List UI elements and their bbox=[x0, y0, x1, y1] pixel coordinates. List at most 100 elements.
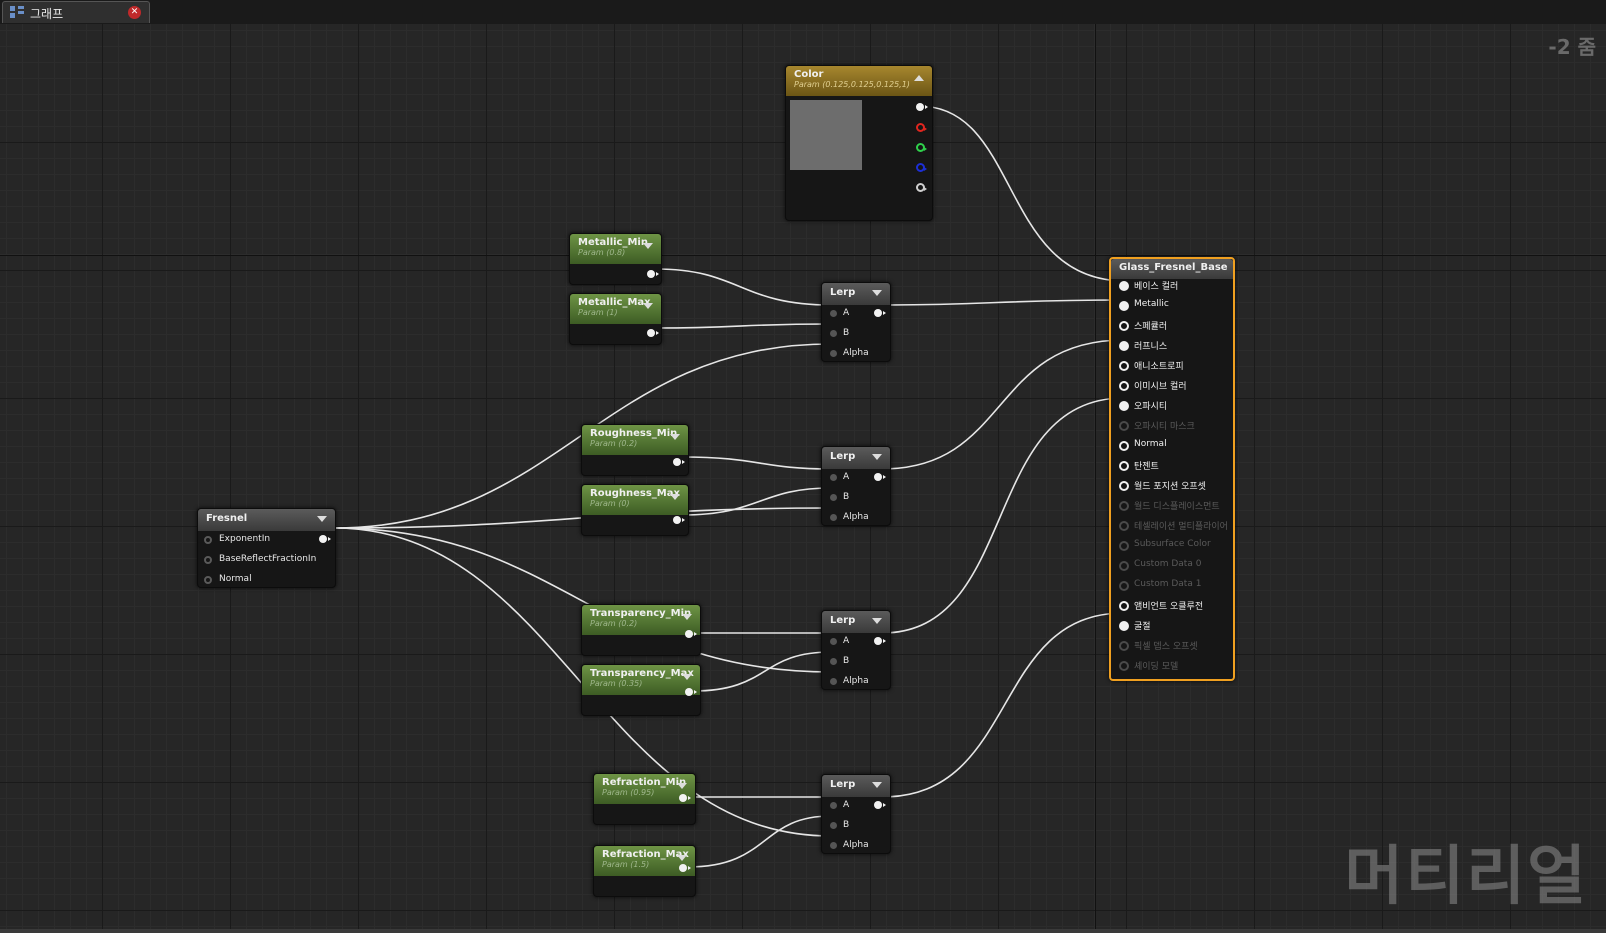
input-pin[interactable] bbox=[1119, 441, 1129, 451]
output-pin[interactable] bbox=[679, 864, 691, 872]
input-pin-alpha[interactable] bbox=[830, 350, 837, 357]
material-result-node[interactable]: Glass_Fresnel_Base 베이스 컬러 Metallic 스페큘러 … bbox=[1109, 257, 1235, 681]
refraction-max-node[interactable]: Refraction_Max Param (1.5) bbox=[593, 845, 696, 897]
input-pin[interactable] bbox=[1119, 281, 1129, 291]
color-swatch bbox=[790, 100, 862, 170]
wire-lerp-opacity bbox=[881, 397, 1125, 634]
input-pin-b[interactable] bbox=[830, 822, 837, 829]
lerp-node-transparency[interactable]: Lerp A B Alpha bbox=[821, 610, 891, 690]
node-title: Lerp bbox=[830, 779, 856, 790]
collapse-icon[interactable] bbox=[643, 243, 653, 249]
metallic-min-node[interactable]: Metallic_Min Param (0.8) bbox=[569, 233, 662, 285]
metallic-max-node[interactable]: Metallic_Max Param (1) bbox=[569, 293, 662, 345]
input-pin[interactable] bbox=[1119, 341, 1129, 351]
node-title: Metallic_Max bbox=[578, 297, 651, 308]
input-label: 이미시브 컬러 bbox=[1134, 382, 1187, 392]
transparency-min-node[interactable]: Transparency_Min Param (0.2) bbox=[581, 604, 701, 656]
input-pin-normal[interactable] bbox=[204, 576, 212, 584]
input-pin[interactable] bbox=[1119, 381, 1129, 391]
refraction-min-node[interactable]: Refraction_Min Param (0.95) bbox=[593, 773, 696, 825]
roughness-max-node[interactable]: Roughness_Max Param (0) bbox=[581, 484, 689, 536]
output-pin[interactable] bbox=[685, 688, 697, 696]
input-pin-b[interactable] bbox=[830, 494, 837, 501]
output-pin[interactable] bbox=[647, 270, 659, 278]
graph-canvas[interactable]: -2 줌 Color Param (0.125,0.125,0.125,1) M… bbox=[0, 24, 1606, 929]
input-pin-alpha[interactable] bbox=[830, 842, 837, 849]
input-pin[interactable] bbox=[1119, 361, 1129, 371]
input-label-a: A bbox=[843, 308, 850, 318]
input-pin[interactable] bbox=[1119, 401, 1129, 411]
input-label: 러프니스 bbox=[1134, 342, 1168, 352]
input-pin-alpha[interactable] bbox=[830, 678, 837, 685]
input-pin-alpha[interactable] bbox=[830, 514, 837, 521]
input-pin-a[interactable] bbox=[830, 802, 837, 809]
output-pin[interactable] bbox=[647, 329, 659, 337]
collapse-icon[interactable] bbox=[317, 516, 327, 522]
input-label: 테셀레이션 멀티플라이어 bbox=[1134, 522, 1228, 532]
output-pin[interactable] bbox=[319, 535, 331, 543]
input-pin-a[interactable] bbox=[830, 474, 837, 481]
output-pin[interactable] bbox=[685, 630, 697, 638]
lerp-node-refraction[interactable]: Lerp A B Alpha bbox=[821, 774, 891, 854]
collapse-icon[interactable] bbox=[677, 783, 687, 789]
fresnel-node[interactable]: Fresnel ExponentIn BaseReflectFractionIn… bbox=[197, 508, 336, 588]
input-pin[interactable] bbox=[1119, 301, 1129, 311]
collapse-icon[interactable] bbox=[643, 303, 653, 309]
output-pin[interactable] bbox=[679, 794, 691, 802]
zoom-level: -2 줌 bbox=[1548, 35, 1596, 59]
input-label: Custom Data 0 bbox=[1134, 559, 1202, 569]
collapse-icon[interactable] bbox=[872, 454, 882, 460]
input-label-b: B bbox=[843, 328, 850, 338]
collapse-icon[interactable] bbox=[872, 290, 882, 296]
input-label: 월드 디스플레이스먼트 bbox=[1134, 502, 1220, 512]
close-icon[interactable]: ✕ bbox=[128, 6, 141, 19]
output-pin[interactable] bbox=[673, 516, 685, 524]
output-pin[interactable] bbox=[874, 309, 886, 317]
output-pin[interactable] bbox=[673, 458, 685, 466]
output-pin[interactable] bbox=[874, 801, 886, 809]
collapse-icon[interactable] bbox=[670, 494, 680, 500]
input-pin-b[interactable] bbox=[830, 658, 837, 665]
collapse-icon[interactable] bbox=[670, 434, 680, 440]
color-param-node[interactable]: Color Param (0.125,0.125,0.125,1) bbox=[785, 65, 933, 221]
input-pin bbox=[1119, 661, 1129, 671]
input-pin[interactable] bbox=[1119, 321, 1129, 331]
tab-graph[interactable]: 그래프 ✕ bbox=[2, 1, 150, 23]
output-rgba-pin[interactable] bbox=[916, 103, 928, 111]
input-pin[interactable] bbox=[1119, 621, 1129, 631]
lerp-node-roughness[interactable]: Lerp A B Alpha bbox=[821, 446, 891, 526]
output-g-pin[interactable] bbox=[916, 143, 927, 152]
origin-axis-vertical bbox=[1095, 24, 1096, 929]
input-pin-b[interactable] bbox=[830, 330, 837, 337]
output-b-pin[interactable] bbox=[916, 163, 927, 172]
input-label-b: B bbox=[843, 656, 850, 666]
input-pin-basereflectfractionin[interactable] bbox=[204, 556, 212, 564]
lerp-node-metallic[interactable]: Lerp A B Alpha bbox=[821, 282, 891, 362]
collapse-icon[interactable] bbox=[677, 855, 687, 861]
input-pin-exponentin[interactable] bbox=[204, 536, 212, 544]
output-r-pin[interactable] bbox=[916, 123, 927, 132]
input-label-normal: Normal bbox=[219, 574, 252, 584]
output-pin[interactable] bbox=[874, 473, 886, 481]
roughness-min-node[interactable]: Roughness_Min Param (0.2) bbox=[581, 424, 689, 476]
node-header: Lerp bbox=[822, 447, 890, 469]
node-header: Refraction_Max Param (1.5) bbox=[594, 846, 695, 876]
input-pin[interactable] bbox=[1119, 601, 1129, 611]
wire-refractionmax-b bbox=[687, 815, 832, 868]
input-pin[interactable] bbox=[1119, 481, 1129, 491]
collapse-icon[interactable] bbox=[872, 782, 882, 788]
input-pin-a[interactable] bbox=[830, 310, 837, 317]
output-a-pin[interactable] bbox=[916, 183, 927, 192]
input-pin-a[interactable] bbox=[830, 638, 837, 645]
node-header: Transparency_Min Param (0.2) bbox=[582, 605, 700, 635]
output-pin[interactable] bbox=[874, 637, 886, 645]
collapse-icon[interactable] bbox=[682, 674, 692, 680]
collapse-icon[interactable] bbox=[872, 618, 882, 624]
input-pin[interactable] bbox=[1119, 461, 1129, 471]
node-title: Color bbox=[794, 69, 824, 80]
collapse-icon[interactable] bbox=[914, 75, 924, 81]
collapse-icon[interactable] bbox=[682, 614, 692, 620]
node-subtitle: Param (0.35) bbox=[590, 679, 643, 688]
node-title: Glass_Fresnel_Base bbox=[1119, 262, 1228, 273]
transparency-max-node[interactable]: Transparency_Max Param (0.35) bbox=[581, 664, 701, 716]
